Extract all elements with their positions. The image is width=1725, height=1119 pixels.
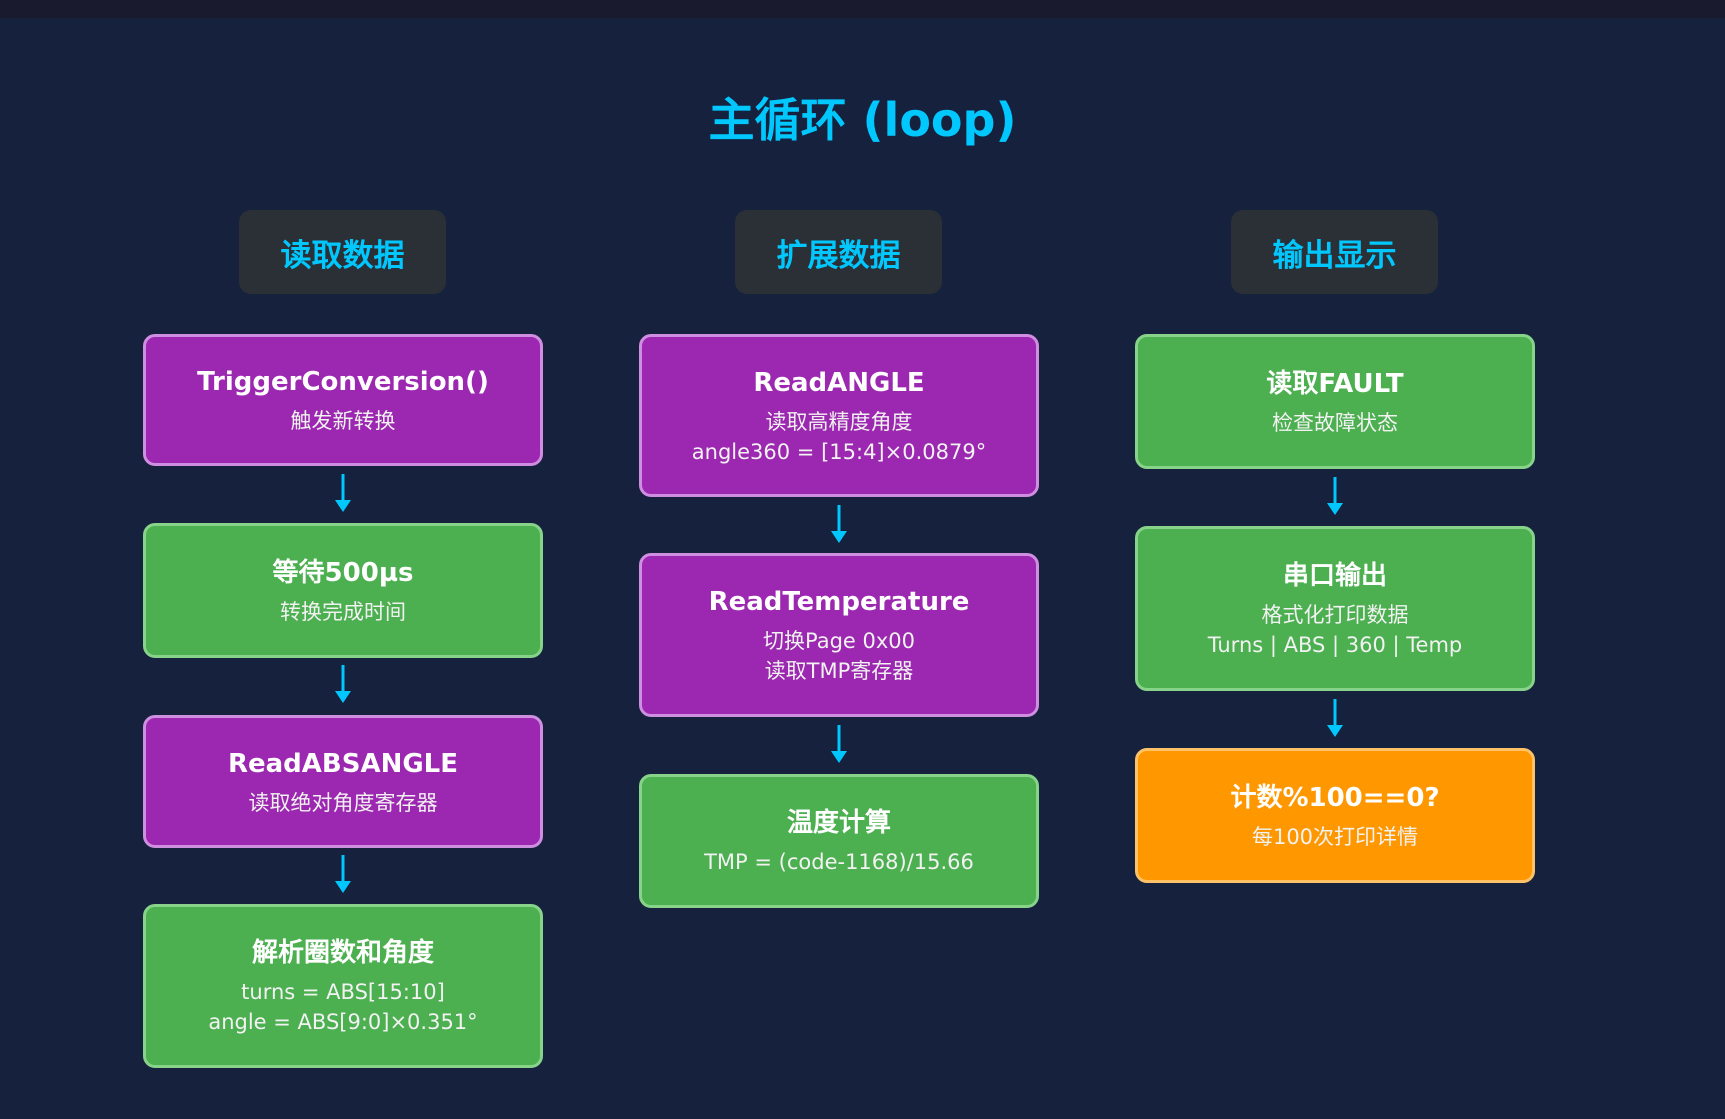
arrow-down-icon — [335, 855, 351, 893]
node-line: 读取高精度角度 — [765, 409, 913, 434]
node-serial-output: 串口输出 格式化打印数据 Turns | ABS | 360 | Temp — [1135, 526, 1535, 691]
node-count-check: 计数%100==0? 每100次打印详情 — [1135, 748, 1535, 883]
column-header: 输出显示 — [1231, 210, 1438, 294]
node-wait: 等待500µs 转换完成时间 — [143, 523, 543, 658]
node-title: ReadABSANGLE — [227, 748, 459, 779]
page-title: 主循环 (loop) — [708, 93, 1017, 147]
node-read-angle: ReadANGLE 读取高精度角度 angle360 = [15:4]×0.08… — [639, 334, 1039, 497]
node-title: 温度计算 — [786, 808, 891, 838]
node-title: ReadTemperature — [708, 587, 970, 617]
arrow-down-icon — [831, 725, 847, 763]
node-line: 读取绝对角度寄存器 — [248, 790, 438, 815]
node-line: 每100次打印详情 — [1251, 824, 1419, 849]
node-title: 等待500µs — [272, 557, 414, 588]
node-line: angle360 = [15:4]×0.0879° — [691, 439, 987, 464]
node-line: Turns | ABS | 360 | Temp — [1207, 632, 1463, 657]
node-line: TMP = (code-1168)/15.66 — [704, 850, 974, 874]
arrow-down-icon — [335, 474, 351, 512]
arrow-down-icon — [335, 665, 351, 703]
top-bar — [0, 0, 1725, 18]
node-parse-turns-angle: 解析圈数和角度 turns = ABS[15:10] angle = ABS[9… — [143, 904, 543, 1068]
node-title: 解析圈数和角度 — [251, 938, 434, 968]
node-line: 读取TMP寄存器 — [764, 659, 914, 683]
node-line: 触发新转换 — [290, 409, 396, 433]
arrow-down-icon — [831, 505, 847, 543]
node-line: 切换Page 0x00 — [762, 629, 916, 653]
node-title: TriggerConversion() — [197, 367, 489, 397]
column-header: 读取数据 — [239, 210, 446, 294]
node-title: 读取FAULT — [1266, 368, 1404, 399]
arrow-down-icon — [1327, 477, 1343, 515]
node-title: 串口输出 — [1282, 560, 1387, 591]
node-read-temperature: ReadTemperature 切换Page 0x00 读取TMP寄存器 — [639, 553, 1039, 717]
node-trigger-conversion: TriggerConversion() 触发新转换 — [143, 334, 543, 466]
node-temperature-calc: 温度计算 TMP = (code-1168)/15.66 — [639, 774, 1039, 908]
node-line: 格式化打印数据 — [1261, 602, 1409, 627]
node-read-fault: 读取FAULT 检查故障状态 — [1135, 334, 1535, 469]
node-read-absangle: ReadABSANGLE 读取绝对角度寄存器 — [143, 715, 543, 848]
node-line: turns = ABS[15:10] — [241, 980, 445, 1004]
node-line: 检查故障状态 — [1272, 410, 1398, 435]
node-line: 转换完成时间 — [280, 599, 406, 624]
column-header: 扩展数据 — [735, 210, 942, 294]
node-title: ReadANGLE — [753, 367, 925, 398]
node-line: angle = ABS[9:0]×0.351° — [208, 1010, 478, 1034]
arrow-down-icon — [1327, 699, 1343, 737]
node-title: 计数%100==0? — [1230, 782, 1440, 813]
